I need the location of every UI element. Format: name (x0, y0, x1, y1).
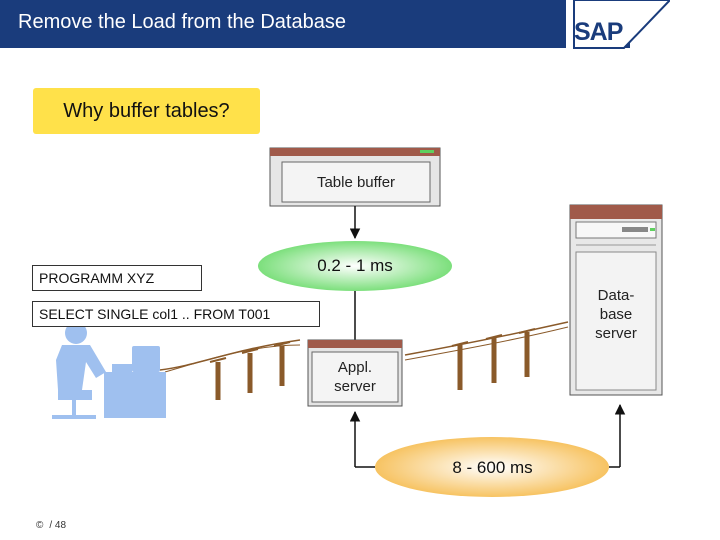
slow-access-time: 8 - 600 ms (452, 458, 533, 477)
appl-server-box (307, 339, 403, 407)
db-server-line2: base (599, 305, 633, 323)
page-number: / 48 (49, 520, 67, 531)
question-callout: Why buffer tables? (33, 88, 260, 134)
header: Remove the Load from the Database SAP (0, 0, 720, 50)
fast-access-time: 0.2 - 1 ms (317, 256, 393, 275)
slow-access-ellipse (375, 437, 609, 497)
sap-logo (566, 0, 670, 50)
sap-logo-text: SAP (574, 18, 623, 46)
db-server-line3: server (595, 324, 637, 342)
page-title: Remove the Load from the Database (18, 11, 346, 33)
table-buffer-box (269, 147, 441, 207)
appl-server-label: Appl. server (312, 352, 398, 402)
network-wires-right (404, 321, 569, 390)
program-name: PROGRAMM XYZ (39, 270, 155, 286)
database-server-label: Data- base server (573, 282, 659, 346)
appl-server-line1: Appl. (337, 359, 373, 376)
fast-access-ellipse (258, 241, 452, 291)
network-wires-left (159, 339, 301, 400)
user-workstation-icon (52, 322, 166, 419)
database-server (569, 204, 663, 396)
header-bar: Remove the Load from the Database (0, 0, 630, 48)
table-buffer-label: Table buffer (316, 173, 396, 191)
select-statement: SELECT SINGLE col1 .. FROM T001 (39, 306, 271, 322)
program-name-box: PROGRAMM XYZ (32, 265, 202, 291)
select-statement-box: SELECT SINGLE col1 .. FROM T001 (32, 301, 320, 327)
appl-server-line2: server (334, 378, 376, 395)
db-server-line1: Data- (597, 286, 635, 304)
footer: © / 48 (36, 520, 66, 531)
copyright-icon: © (36, 520, 44, 531)
